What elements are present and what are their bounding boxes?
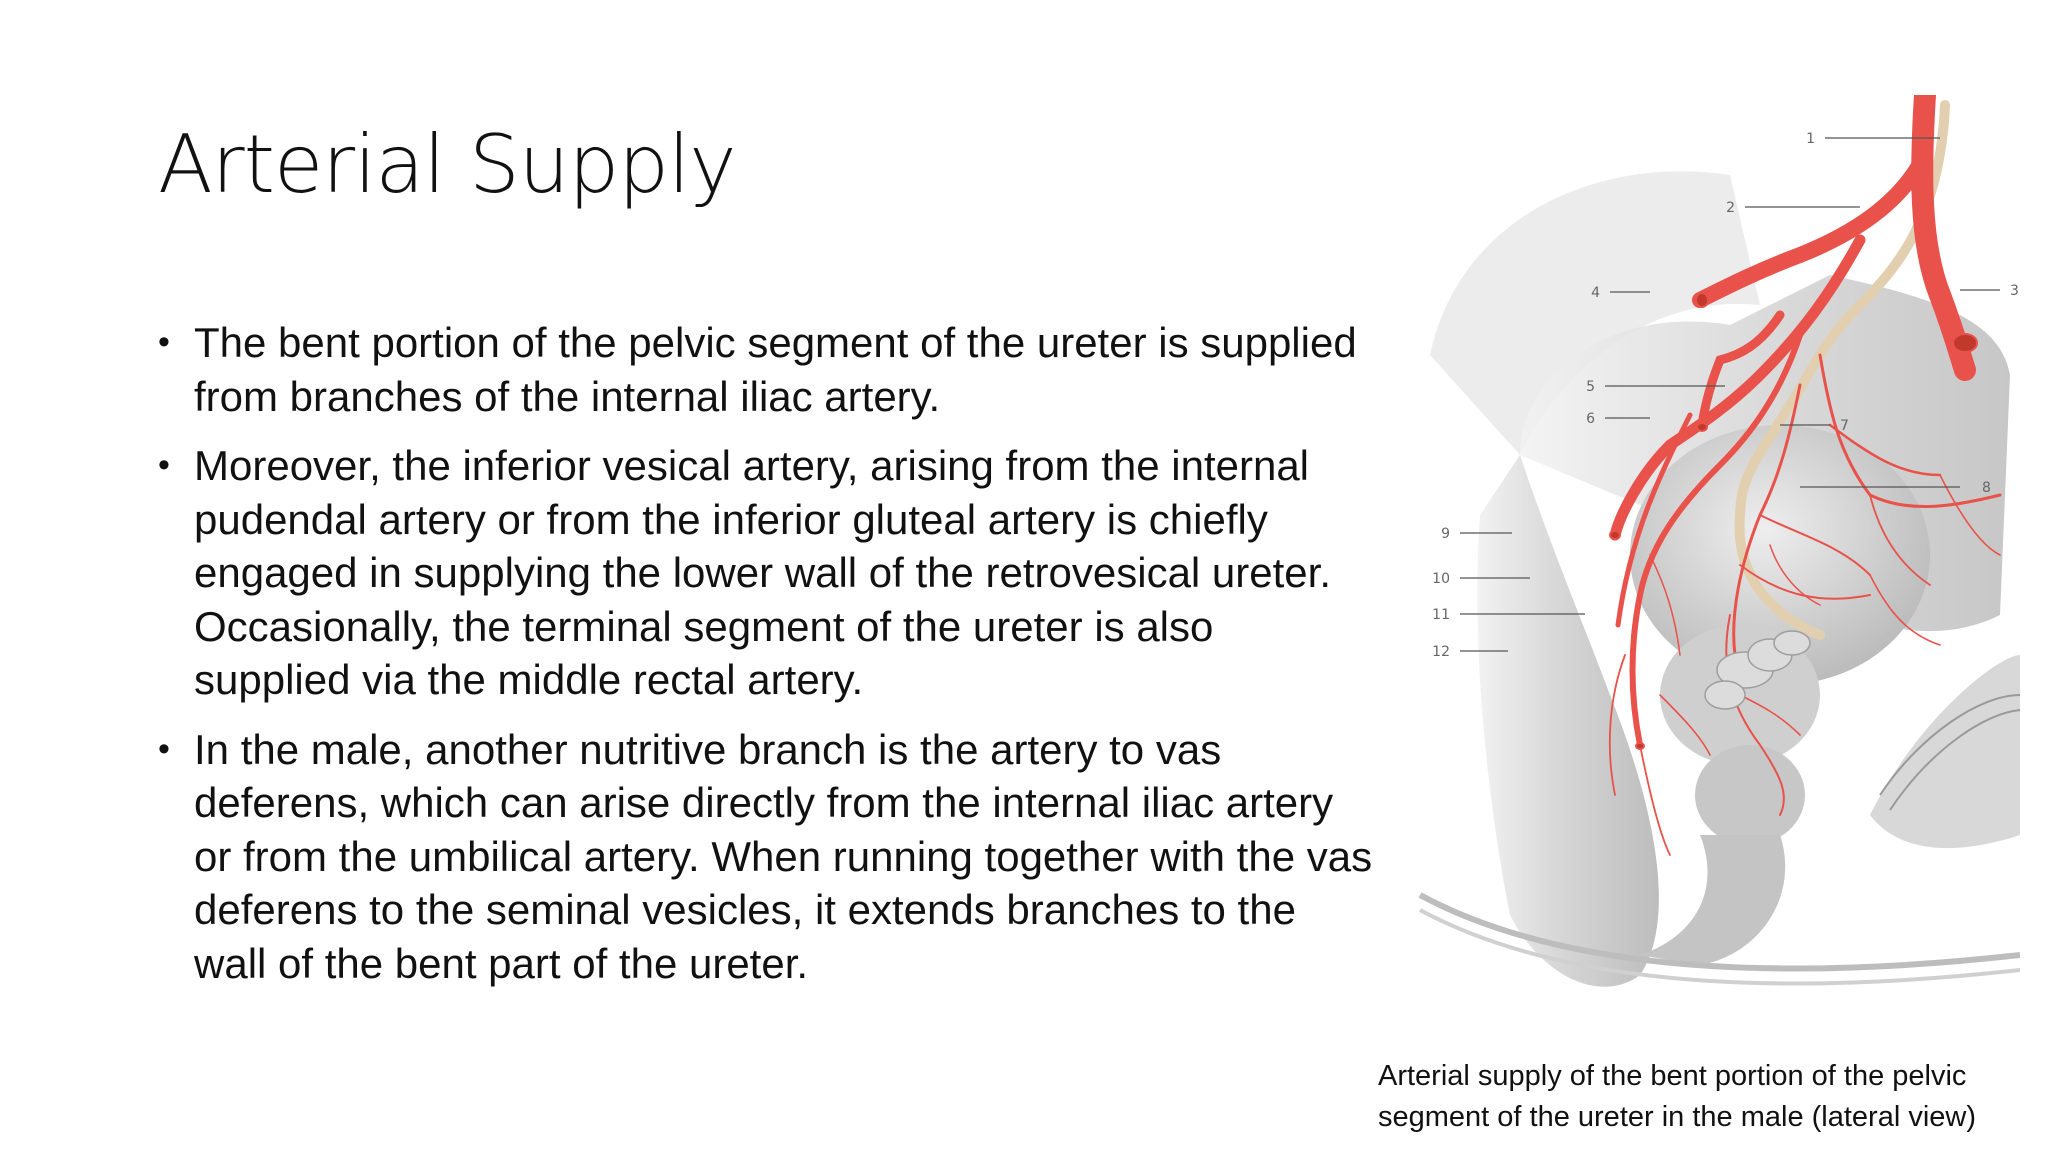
figure-label: 11: [1432, 607, 1450, 623]
figure-label: 3: [2010, 283, 2019, 299]
artery-cut-ends: [1609, 292, 1978, 750]
figure-label: 6: [1586, 411, 1595, 427]
figure-label: 9: [1441, 526, 1450, 542]
slide-title: Arterial Supply: [158, 118, 737, 211]
anatomy-illustration: 1 2 3 4 5 6 7 8 9 10 11 12: [1418, 95, 2020, 987]
bullet-text: The bent portion of the pelvic segment o…: [194, 319, 1357, 420]
figure-label: 12: [1432, 644, 1450, 660]
bullet-text: In the male, another nutritive branch is…: [194, 725, 1373, 987]
figure-label: 2: [1726, 200, 1735, 216]
bullet-icon: •: [158, 729, 170, 768]
bullet-icon: •: [158, 446, 170, 484]
bullet-icon: •: [158, 323, 170, 361]
artery-tree: [1608, 95, 2002, 856]
figure-label: 5: [1586, 379, 1595, 395]
pelvic-tissue: [1418, 171, 2020, 987]
figure-label: 1: [1806, 131, 1815, 147]
bullet-text: Moreover, the inferior vesical artery, a…: [194, 442, 1331, 703]
caption-line: Arterial supply of the bent portion of t…: [1378, 1060, 1967, 1092]
label-lines: [1460, 137, 2000, 652]
figure-label: 8: [1982, 480, 1991, 496]
seminal-vesicle: [1704, 630, 1811, 710]
bullet-list: • The bent portion of the pelvic segment…: [158, 316, 1378, 1006]
caption-line: segment of the ureter in the male (later…: [1378, 1101, 1976, 1133]
bullet-item: • The bent portion of the pelvic segment…: [158, 316, 1378, 423]
figure-label: 10: [1432, 571, 1450, 587]
bullet-item: • In the male, another nutritive branch …: [158, 723, 1378, 991]
figure-caption: Arterial supply of the bent portion of t…: [1378, 1056, 2048, 1138]
bullet-item: • Moreover, the inferior vesical artery,…: [158, 439, 1378, 707]
figure-label: 7: [1840, 418, 1849, 434]
figure-label: 4: [1591, 285, 1600, 301]
